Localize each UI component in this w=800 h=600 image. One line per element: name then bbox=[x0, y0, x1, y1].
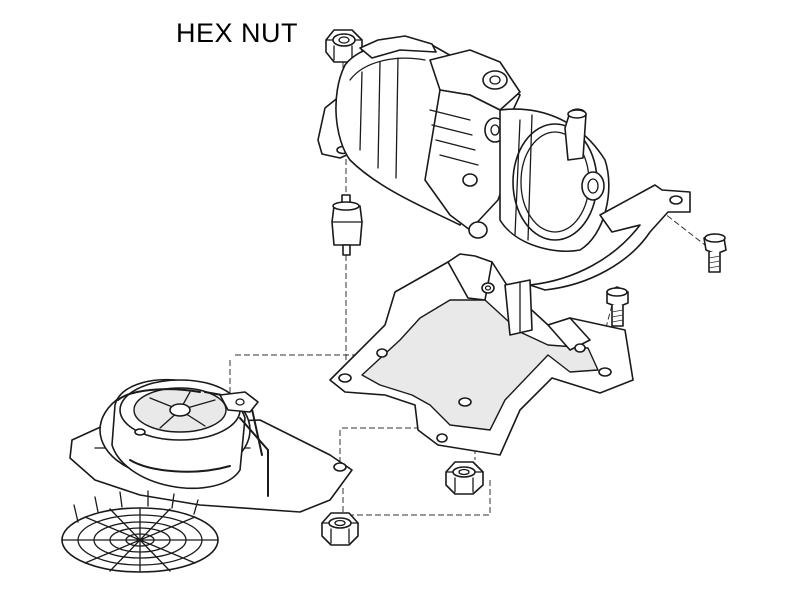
hex-nut-lower-right bbox=[445, 461, 484, 495]
rubber-isolator-mount bbox=[331, 194, 363, 256]
pump-motor-assembly bbox=[317, 35, 691, 291]
support-bracket-frame bbox=[329, 253, 634, 456]
mounting-bolt-right-lower bbox=[606, 286, 629, 327]
fan-guard-grille bbox=[61, 490, 219, 573]
mounting-bolt-right-upper bbox=[703, 233, 727, 273]
hex-nut-lower-left bbox=[321, 512, 359, 546]
hex-nut-callout-label: HEX NUT bbox=[176, 18, 299, 48]
hex-nut-top bbox=[325, 29, 363, 63]
cooling-fan-assembly bbox=[69, 378, 353, 513]
